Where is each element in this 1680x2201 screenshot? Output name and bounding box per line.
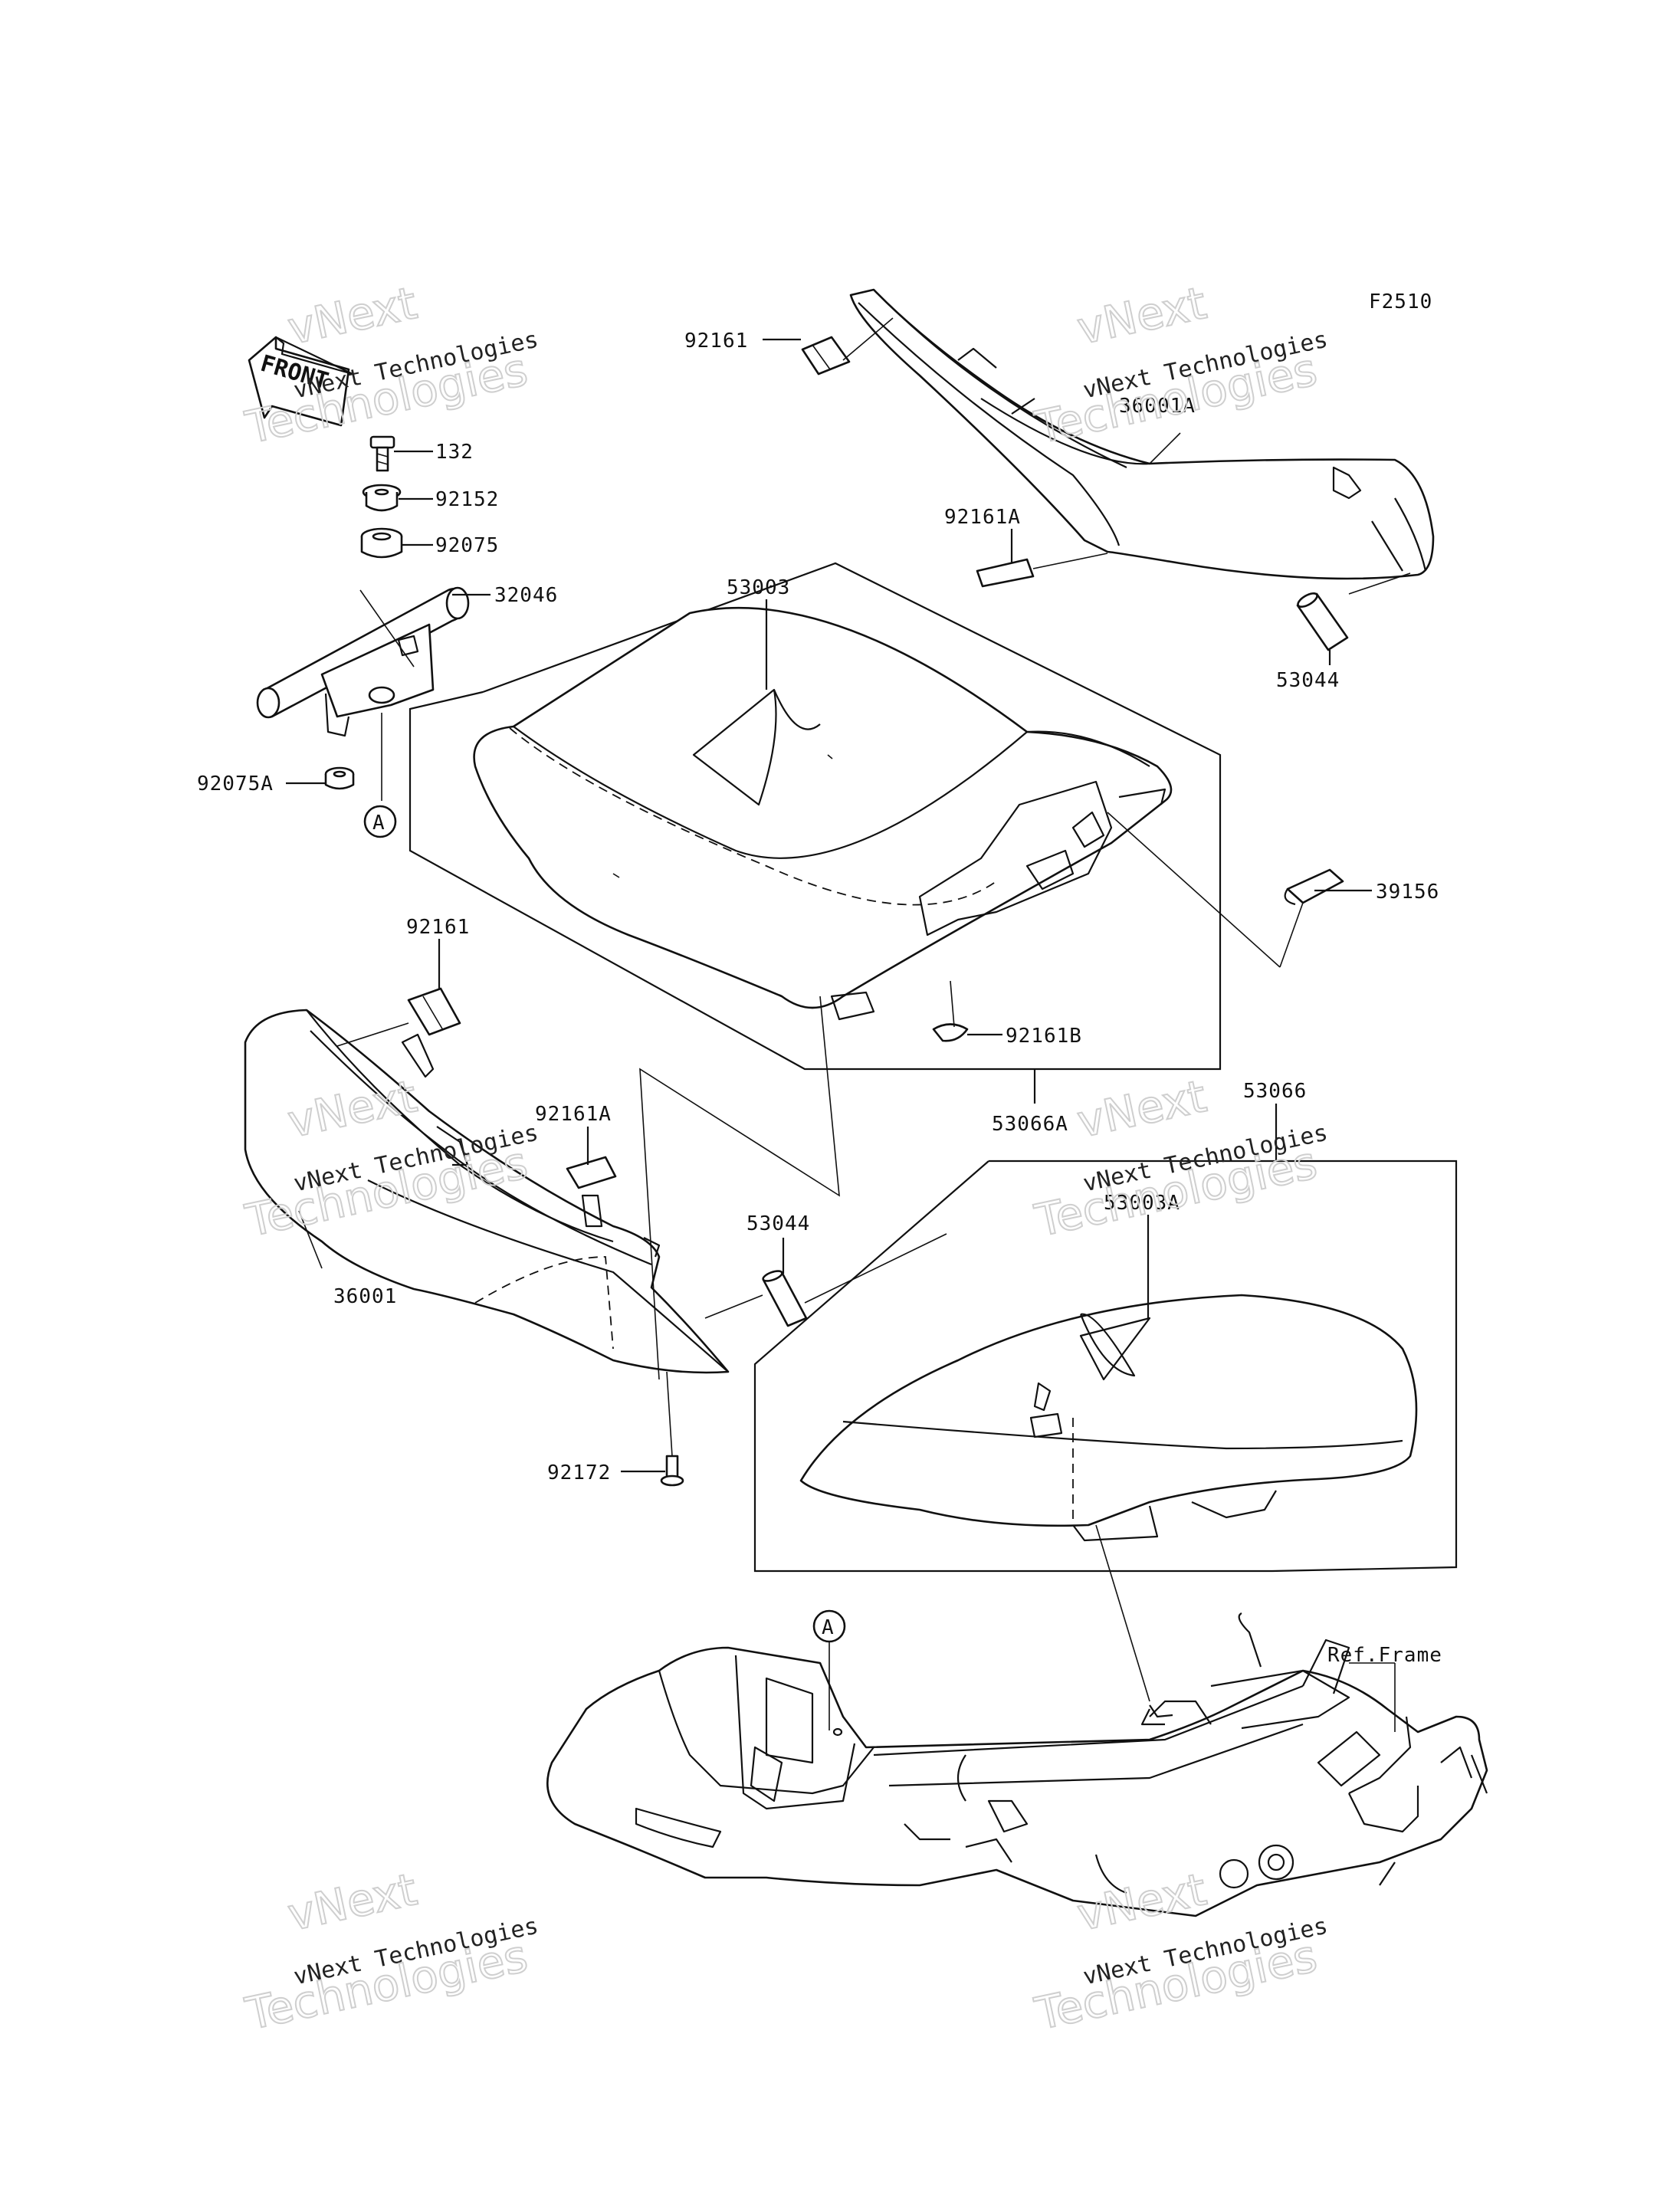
pad-92161-left-icon: [407, 987, 461, 1036]
bolt-132-icon: [369, 435, 395, 472]
ref-marker-a-upper: A: [363, 805, 397, 838]
part-label-92161-left: 92161: [406, 916, 470, 939]
part-label-92161-top: 92161: [684, 330, 748, 353]
pad-92161-top-icon: [801, 336, 851, 376]
part-label-36001: 36001: [333, 1285, 397, 1308]
part-label-36001A: 36001A: [1119, 395, 1196, 418]
group-outline-53066A: [409, 562, 1222, 1071]
rear-seat-53003A: [799, 1294, 1418, 1542]
part-label-92161A-left: 92161A: [535, 1103, 612, 1126]
part-label-53044-top: 53044: [1276, 669, 1340, 692]
part-label-92161B: 92161B: [1006, 1025, 1082, 1048]
side-cover-36001A: [849, 288, 1435, 580]
watermark-mid-right: vNext vNext Technologies Technologies: [1029, 1069, 1330, 1248]
watermark-top-right: vNext vNext Technologies Technologies: [1029, 276, 1330, 454]
watermark-bottom-left: vNext vNext Technologies Technologies: [240, 1862, 540, 2041]
connector-lines: [639, 996, 840, 1380]
front-seat-53003: [473, 606, 1173, 1021]
part-label-92152: 92152: [435, 488, 499, 511]
diagram-id: F2510: [1369, 290, 1432, 313]
ref-frame-label: Ref.Frame: [1327, 1644, 1442, 1667]
front-arrow-icon: FRONT: [248, 336, 354, 427]
pin-53044-mid-icon: [762, 1270, 808, 1327]
side-cover-36001: [244, 1009, 730, 1374]
part-label-53044-mid: 53044: [746, 1212, 810, 1235]
part-label-53066: 53066: [1243, 1080, 1307, 1103]
part-label-32046: 32046: [494, 584, 558, 607]
svg-text:vNext: vNext: [284, 277, 422, 355]
svg-text:vNext: vNext: [1073, 277, 1211, 355]
part-label-92161A-top: 92161A: [944, 506, 1021, 529]
svg-text:vNext: vNext: [1073, 1070, 1211, 1148]
part-label-132: 132: [435, 441, 474, 464]
pad-92161A-left-icon: [566, 1156, 617, 1189]
pin-53044-top-icon: [1296, 592, 1349, 651]
frame-reference: [546, 1612, 1488, 1917]
ref-marker-a-lower: A: [812, 1609, 846, 1643]
svg-text:A: A: [822, 1616, 834, 1639]
group-outline-53066: [753, 1160, 1458, 1573]
part-label-92172: 92172: [547, 1461, 611, 1484]
part-label-53003A: 53003A: [1104, 1192, 1180, 1215]
grommet-92075A-icon: [324, 766, 355, 790]
part-label-53003: 53003: [727, 576, 790, 599]
grommet-92075-icon: [360, 527, 403, 559]
bracket-32046-icon: [256, 586, 470, 737]
collar-92152-icon: [362, 484, 402, 512]
pad-92161A-top-icon: [976, 558, 1035, 588]
part-label-39156: 39156: [1376, 881, 1439, 904]
svg-text:A: A: [372, 812, 385, 835]
svg-text:vNext: vNext: [284, 1863, 422, 1941]
part-92161B-icon: [932, 1023, 969, 1042]
part-label-92075: 92075: [435, 534, 499, 557]
part-label-92075A: 92075A: [197, 772, 274, 795]
part-39156-icon: [1284, 868, 1344, 906]
part-label-53066A: 53066A: [992, 1113, 1068, 1136]
